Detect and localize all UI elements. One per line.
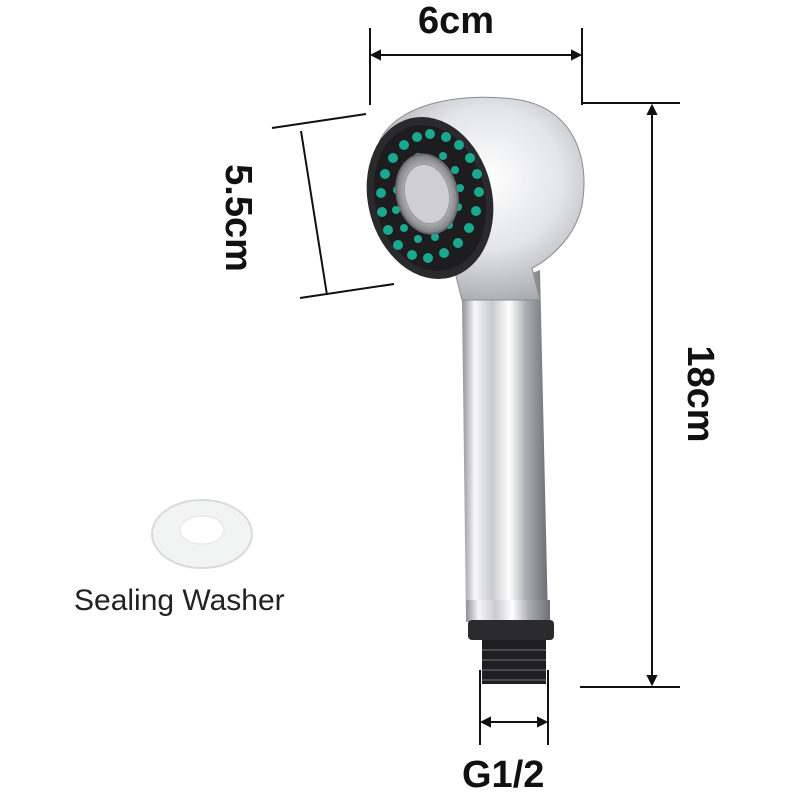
handle-tube	[462, 270, 550, 622]
thread-size-label: G1/2	[462, 754, 545, 796]
washer-label: Sealing Washer	[74, 584, 285, 617]
thread-connector	[468, 620, 554, 684]
width-label: 6cm	[418, 0, 495, 42]
length-label: 18cm	[679, 345, 721, 443]
sealing-washer	[151, 499, 253, 569]
spray-head	[366, 96, 585, 301]
dimension-lines	[271, 28, 680, 745]
aerator-screen	[395, 153, 459, 235]
head-height-label: 5.5cm	[217, 164, 259, 272]
